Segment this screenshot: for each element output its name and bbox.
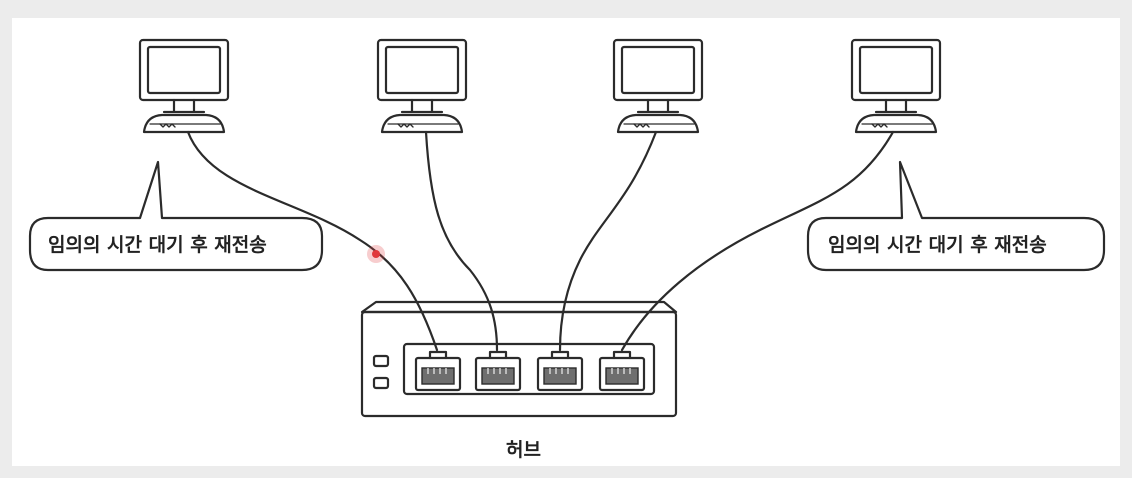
bubble-text-left: 임의의 시간 대기 후 재전송 — [48, 234, 267, 256]
keyboard-icon — [142, 113, 226, 134]
keyboard-icon — [616, 113, 700, 134]
cable-2 — [424, 130, 499, 352]
bubble-text-right: 임의의 시간 대기 후 재전송 — [828, 234, 1047, 256]
speech-bubble-right: 임의의 시간 대기 후 재전송 — [806, 160, 1106, 272]
monitor-icon — [612, 38, 704, 114]
cable-4 — [620, 130, 895, 352]
monitor-icon — [376, 38, 468, 114]
monitor-icon — [850, 38, 942, 114]
hub-body — [360, 310, 678, 418]
computer-3 — [612, 38, 704, 134]
hub-port-2 — [474, 350, 522, 392]
cable-3 — [558, 130, 658, 352]
hub-port-panel — [402, 342, 656, 396]
hub-led-2 — [372, 376, 390, 390]
hub-top — [360, 300, 678, 314]
monitor-icon — [138, 38, 230, 114]
keyboard-icon — [854, 113, 938, 134]
hub-port-1 — [414, 350, 462, 392]
cable-1 — [186, 130, 439, 352]
speech-bubble-left: 임의의 시간 대기 후 재전송 — [28, 160, 324, 272]
hub-label: 허브 — [506, 439, 541, 461]
hub-led-1 — [372, 354, 390, 368]
hub-port-4 — [598, 350, 646, 392]
hub-port-3 — [536, 350, 584, 392]
computer-4 — [850, 38, 942, 134]
computer-1 — [138, 38, 230, 134]
cursor-indicator — [367, 245, 385, 263]
computer-2 — [376, 38, 468, 134]
keyboard-icon — [380, 113, 464, 134]
hub — [360, 300, 678, 418]
